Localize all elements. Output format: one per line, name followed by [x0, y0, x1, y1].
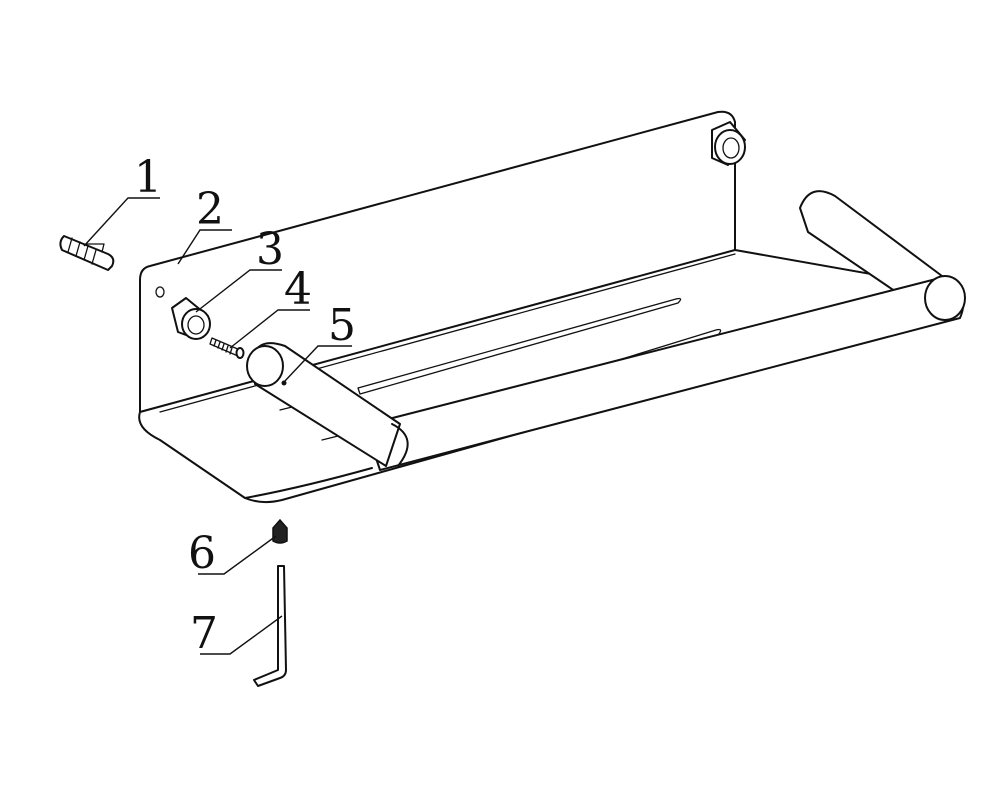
callout-5: 5 [328, 300, 356, 351]
rail-attach-point [281, 380, 287, 386]
callout-4: 4 [284, 264, 312, 315]
callout-2: 2 [196, 184, 224, 235]
callout-7: 7 [190, 608, 218, 659]
mounting-hole [155, 286, 165, 298]
callout-3: 3 [256, 224, 284, 275]
wall-plug [59, 235, 115, 271]
screw [209, 337, 245, 359]
hex-key [253, 565, 287, 687]
drain-slot [357, 297, 682, 395]
callout-1: 1 [134, 152, 162, 203]
leader-lines [83, 197, 352, 655]
spacer-sleeve [171, 297, 211, 340]
callout-6: 6 [188, 528, 216, 579]
spacer-sleeve-right [711, 121, 746, 166]
set-screw [272, 518, 288, 544]
